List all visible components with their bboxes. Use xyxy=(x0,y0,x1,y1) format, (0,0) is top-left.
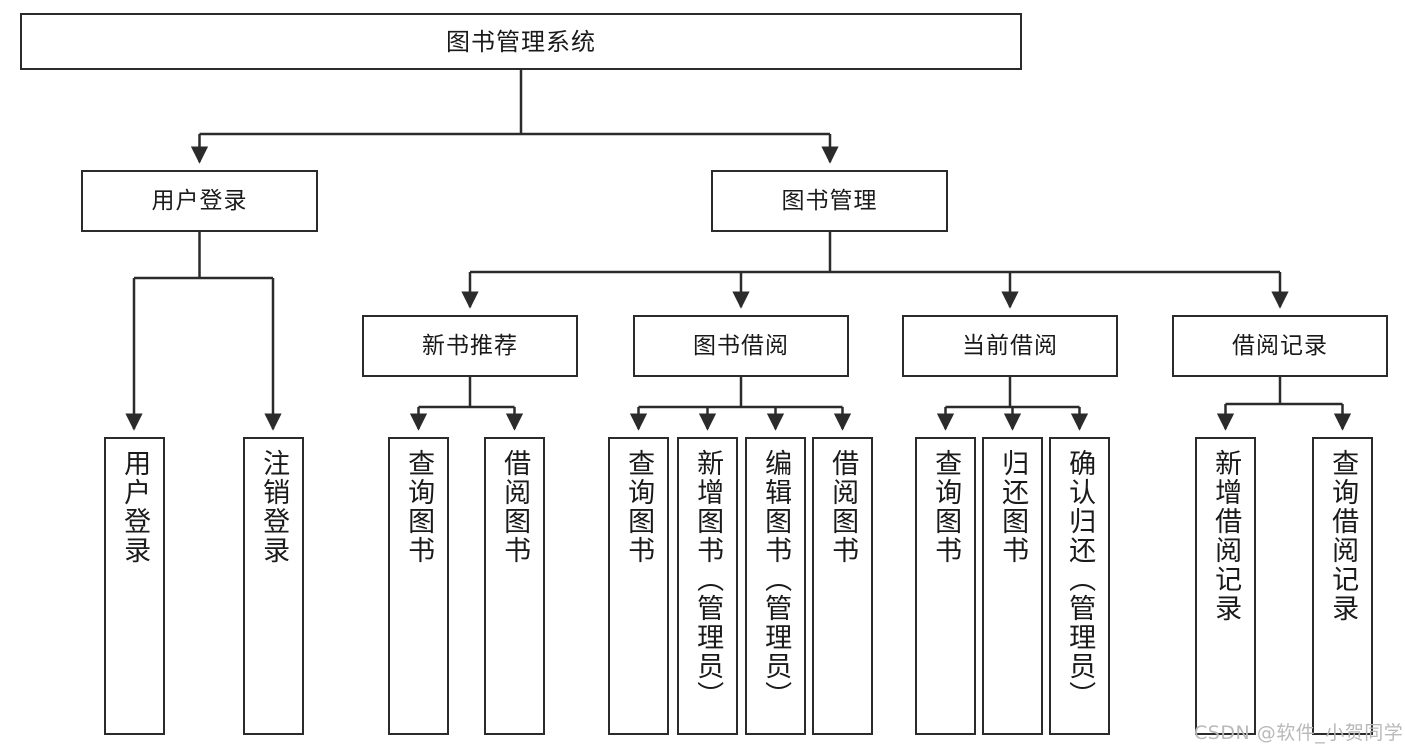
leaf-add-borrow-record[interactable]: 新增借阅记录 xyxy=(1195,437,1256,735)
node-book-borrow-label: 图书借阅 xyxy=(693,332,789,359)
leaf-edit-book-label: 编辑图书（管理员） xyxy=(760,449,792,710)
leaf-user-login-label: 用户登录 xyxy=(119,449,151,565)
node-new-book-recommend[interactable]: 新书推荐 xyxy=(362,315,578,377)
leaf-query-book-2-label: 查询图书 xyxy=(623,449,655,565)
node-user-login[interactable]: 用户登录 xyxy=(81,170,318,232)
node-root-label: 图书管理系统 xyxy=(446,27,596,56)
leaf-query-book-1[interactable]: 查询图书 xyxy=(388,437,449,735)
leaf-add-book-label: 新增图书（管理员） xyxy=(692,449,724,710)
leaf-logout-login-label: 注销登录 xyxy=(258,449,290,565)
leaf-query-book-2[interactable]: 查询图书 xyxy=(608,437,669,735)
node-book-manage[interactable]: 图书管理 xyxy=(711,170,948,232)
leaf-borrow-book-1[interactable]: 借阅图书 xyxy=(484,437,545,735)
leaf-logout-login[interactable]: 注销登录 xyxy=(243,437,304,735)
leaf-confirm-return[interactable]: 确认归还（管理员） xyxy=(1049,437,1110,735)
csdn-watermark: CSDN @软件_小贺同学 xyxy=(1194,722,1404,744)
node-borrow-record-label: 借阅记录 xyxy=(1232,332,1328,359)
leaf-query-borrow-record[interactable]: 查询借阅记录 xyxy=(1312,437,1373,735)
leaf-borrow-book-2-label: 借阅图书 xyxy=(827,449,859,565)
node-user-login-label: 用户登录 xyxy=(151,187,248,214)
leaf-add-book[interactable]: 新增图书（管理员） xyxy=(677,437,738,735)
leaf-query-borrow-record-label: 查询借阅记录 xyxy=(1327,449,1359,623)
node-borrow-record[interactable]: 借阅记录 xyxy=(1172,315,1388,377)
node-current-borrow-label: 当前借阅 xyxy=(962,332,1058,359)
leaf-borrow-book-2[interactable]: 借阅图书 xyxy=(812,437,873,735)
leaf-add-borrow-record-label: 新增借阅记录 xyxy=(1210,449,1242,623)
node-new-book-recommend-label: 新书推荐 xyxy=(422,332,518,359)
leaf-edit-book[interactable]: 编辑图书（管理员） xyxy=(745,437,806,735)
leaf-query-book-1-label: 查询图书 xyxy=(403,449,435,565)
leaf-user-login[interactable]: 用户登录 xyxy=(104,437,165,735)
node-book-borrow[interactable]: 图书借阅 xyxy=(633,315,849,377)
leaf-return-book-label: 归还图书 xyxy=(997,449,1029,565)
node-root[interactable]: 图书管理系统 xyxy=(20,13,1022,70)
leaf-return-book[interactable]: 归还图书 xyxy=(982,437,1043,735)
leaf-confirm-return-label: 确认归还（管理员） xyxy=(1064,449,1096,710)
leaf-query-book-3[interactable]: 查询图书 xyxy=(915,437,976,735)
leaf-borrow-book-1-label: 借阅图书 xyxy=(499,449,531,565)
node-book-manage-label: 图书管理 xyxy=(781,187,878,214)
node-current-borrow[interactable]: 当前借阅 xyxy=(902,315,1118,377)
leaf-query-book-3-label: 查询图书 xyxy=(930,449,962,565)
